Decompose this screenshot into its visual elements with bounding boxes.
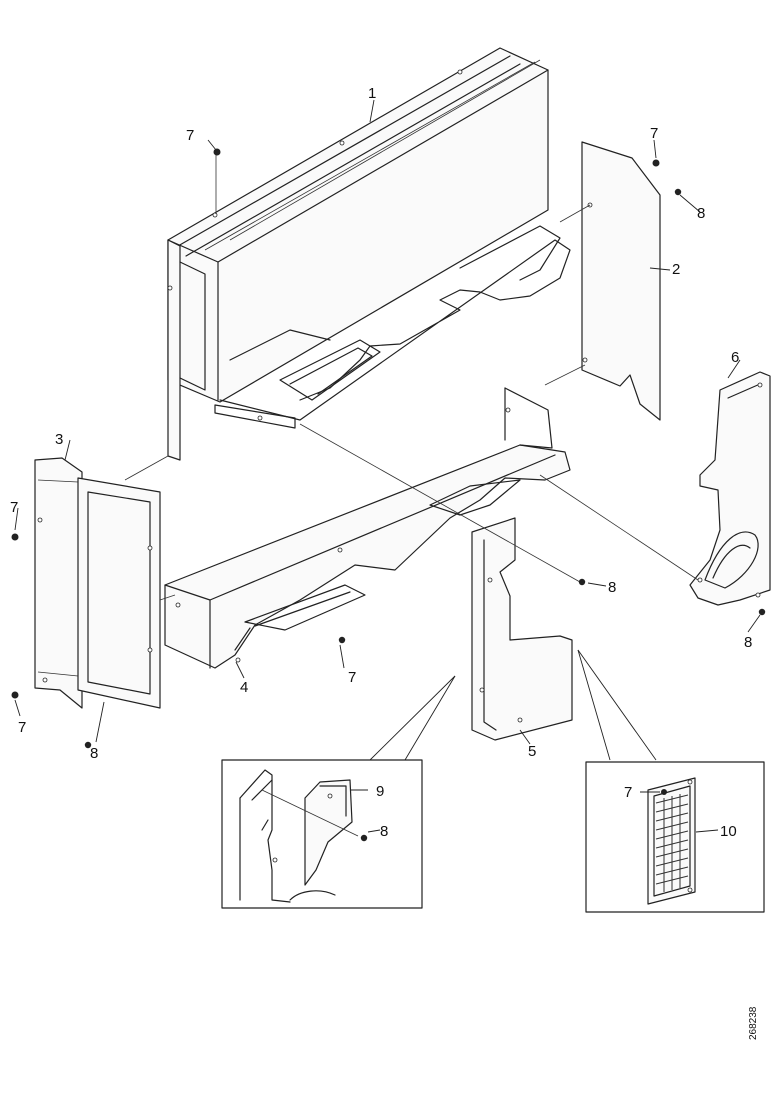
callout-7-left-bottom: 7 xyxy=(18,719,26,736)
callout-2: 2 xyxy=(672,261,680,278)
callout-9: 9 xyxy=(376,783,384,800)
grille-slots xyxy=(655,794,689,892)
alignment-lines xyxy=(124,152,699,601)
part-4-base-tray xyxy=(164,387,571,669)
fasteners xyxy=(11,148,766,749)
callout-3: 3 xyxy=(55,431,63,448)
callout-7-left-top: 7 xyxy=(10,499,18,516)
callout-4: 4 xyxy=(240,679,248,696)
part-1-upper-housing xyxy=(167,47,571,461)
callout-7-top-right: 7 xyxy=(650,125,658,142)
detail-inset-right xyxy=(577,649,765,913)
part-2-side-panel xyxy=(581,141,661,421)
callout-1: 1 xyxy=(368,85,376,102)
figure-id: 268238 xyxy=(748,1006,759,1040)
callout-10: 10 xyxy=(720,823,737,840)
callout-8-right: 8 xyxy=(744,634,752,651)
callout-7-top-left: 7 xyxy=(186,127,194,144)
callout-8-inset: 8 xyxy=(380,823,388,840)
part-5-bracket xyxy=(471,517,573,741)
callout-8-top-right: 8 xyxy=(697,205,705,222)
detail-inset-left xyxy=(221,675,456,909)
callout-leaders xyxy=(14,99,761,745)
callout-6: 6 xyxy=(731,349,739,366)
callout-7-inset: 7 xyxy=(624,784,632,801)
callout-labels: 1 7 7 8 2 6 3 7 8 8 4 7 7 5 8 9 8 7 10 xyxy=(10,85,752,840)
callout-7-center: 7 xyxy=(348,669,356,686)
part-6-side-bracket xyxy=(689,371,771,606)
callout-8-center: 8 xyxy=(608,579,616,596)
callout-8-left-bottom: 8 xyxy=(90,745,98,762)
callout-5: 5 xyxy=(528,743,536,760)
part-3-left-panel xyxy=(34,457,161,709)
